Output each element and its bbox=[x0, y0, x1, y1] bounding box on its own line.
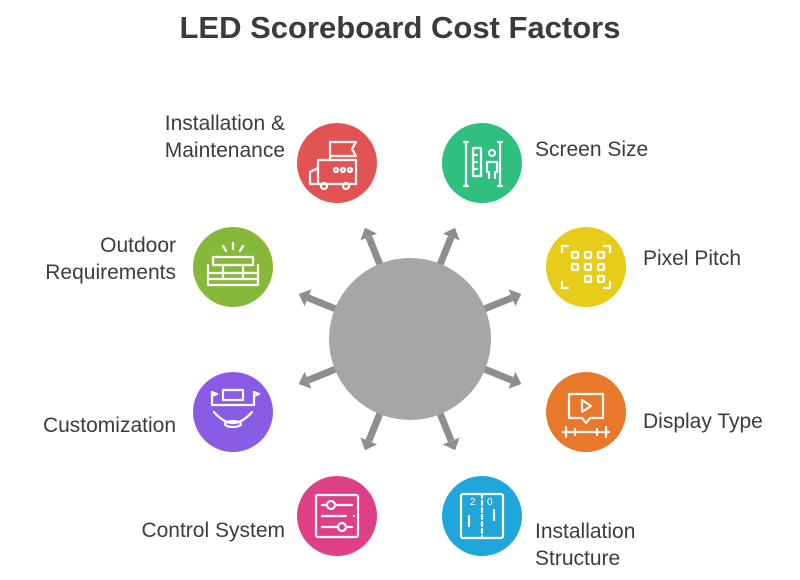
label-line: Installation & bbox=[164, 112, 285, 135]
factor-node-installation-maintenance bbox=[297, 123, 377, 203]
custom-screen-icon bbox=[210, 388, 261, 429]
sliders-icon bbox=[314, 493, 360, 539]
label-screen-size: Screen Size bbox=[535, 136, 648, 163]
factor-node-pixel-pitch bbox=[546, 227, 626, 307]
arrow-head-installation-structure bbox=[442, 437, 460, 451]
factor-circle-outdoor-requirements bbox=[193, 227, 273, 307]
truck-icon bbox=[308, 140, 358, 191]
label-control-system: Control System bbox=[141, 517, 285, 544]
arrow-head-screen-size bbox=[442, 227, 460, 241]
label-line: Maintenance bbox=[164, 139, 285, 162]
arrow-head-outdoor-requirements bbox=[298, 289, 312, 307]
label-line: Installation bbox=[535, 520, 636, 543]
label-customization: Customization bbox=[43, 412, 176, 439]
factor-circle-display-type bbox=[546, 372, 626, 452]
label-line: Display Type bbox=[643, 410, 763, 433]
factor-circle-customization bbox=[193, 372, 273, 452]
label-line: Screen Size bbox=[535, 138, 649, 161]
label-installation-structure: Installation Structure bbox=[535, 518, 635, 572]
label-pixel-pitch: Pixel Pitch bbox=[643, 245, 741, 272]
factor-node-control-system bbox=[297, 476, 377, 556]
factor-node-customization bbox=[193, 372, 273, 452]
arrow-head-installation-maintenance bbox=[360, 227, 378, 241]
central-hub bbox=[329, 258, 491, 420]
arrow-head-pixel-pitch bbox=[508, 289, 522, 307]
label-line: Requirements bbox=[45, 261, 176, 284]
factor-node-installation-structure: 2 0 bbox=[442, 476, 522, 556]
arrow-head-control-system bbox=[360, 437, 378, 451]
label-line: Customization bbox=[42, 414, 176, 437]
arrow-head-customization bbox=[298, 371, 312, 389]
label-line: Structure bbox=[535, 547, 621, 570]
stadium-icon bbox=[206, 241, 260, 287]
factor-circle-installation-maintenance bbox=[297, 123, 377, 203]
label-display-type: Display Type bbox=[643, 408, 763, 435]
ruler-person-icon bbox=[462, 140, 504, 188]
pixel-grid-icon bbox=[560, 244, 612, 290]
svg-text:2: 2 bbox=[470, 497, 476, 508]
factor-node-screen-size bbox=[442, 123, 522, 203]
scoreboard-court-icon: 2 0 bbox=[459, 492, 505, 540]
label-line: Pixel Pitch bbox=[643, 247, 742, 270]
label-installation-maintenance: Installation & Maintenance bbox=[165, 110, 285, 164]
page-title: LED Scoreboard Cost Factors bbox=[179, 10, 621, 45]
factor-node-outdoor-requirements bbox=[193, 227, 273, 307]
arrow-head-display-type bbox=[508, 371, 522, 389]
svg-text:0: 0 bbox=[487, 497, 493, 508]
label-line: Outdoor bbox=[100, 234, 176, 257]
factor-node-display-type bbox=[546, 372, 626, 452]
label-outdoor-requirements: Outdoor Requirements bbox=[45, 232, 176, 286]
label-line: Control System bbox=[141, 519, 285, 542]
video-play-icon bbox=[561, 392, 611, 439]
